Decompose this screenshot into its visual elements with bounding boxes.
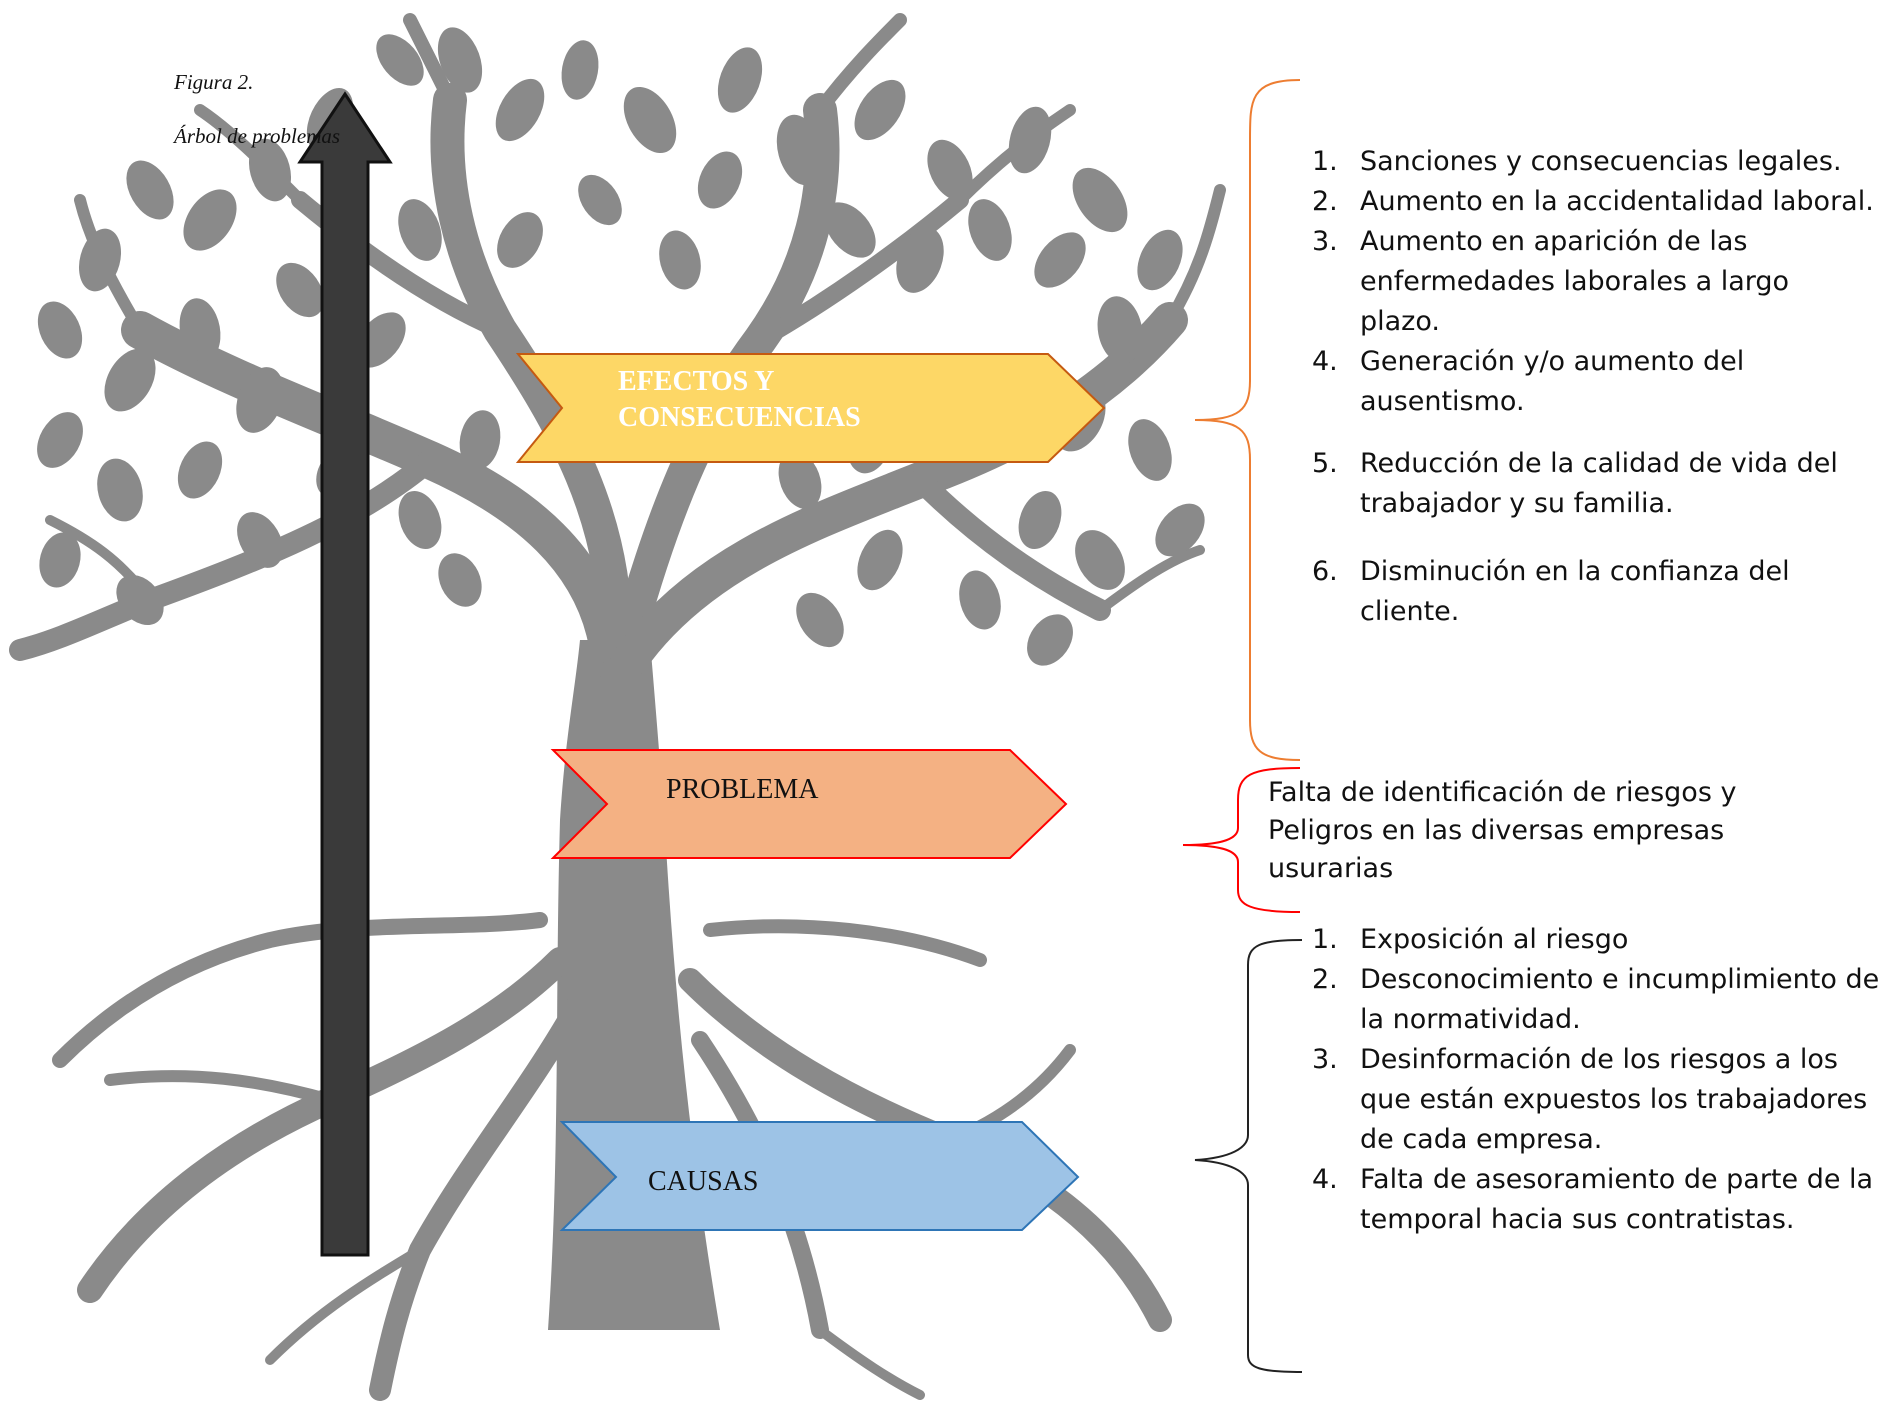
effects-list-item: 3.Aumento en aparición de las enfermedad… — [1312, 226, 1790, 337]
causes-list: 1.Exposición al riesgo 2.Desconocimiento… — [1312, 920, 1882, 1240]
causes-brace — [1194, 939, 1303, 1373]
effects-list-item: 1.Sanciones y consecuencias legales. — [1312, 146, 1842, 177]
upward-arrow — [297, 91, 393, 1257]
effects-list-item: 5.Reducción de la calidad de vida del tr… — [1312, 448, 1838, 519]
effects-banner-label: EFECTOS Y CONSECUENCIAS — [618, 364, 861, 436]
effects-brace — [1194, 79, 1301, 761]
effects-banner-line2: CONSECUENCIAS — [618, 402, 861, 433]
effects-list-item: 4.Generación y/o aumento del ausentismo. — [1312, 346, 1745, 417]
effects-banner-line1: EFECTOS Y — [618, 366, 775, 397]
figure-title: Árbol de problemas — [174, 124, 341, 148]
causes-list-item: 1.Exposición al riesgo — [1312, 924, 1629, 955]
effects-banner-shape — [515, 353, 1106, 463]
figure-number: Figura 2. — [174, 70, 254, 94]
causes-list-item: 3.Desinformación de los riesgos a los qu… — [1312, 1044, 1868, 1155]
causes-list-item: 4.Falta de asesoramiento de parte de la … — [1312, 1164, 1874, 1235]
problem-banner-shape — [550, 749, 1068, 859]
causes-banner-label: CAUSAS — [648, 1166, 759, 1197]
causes-banner-shape — [559, 1121, 1080, 1231]
arrow-up-icon — [297, 91, 393, 1257]
effects-list: 1.Sanciones y consecuencias legales. 2.A… — [1312, 142, 1882, 632]
problem-banner-label: PROBLEMA — [666, 774, 819, 805]
effects-list-item: 2.Aumento en la accidentalidad laboral. — [1312, 186, 1874, 217]
causes-list-item: 2.Desconocimiento e incumplimiento de la… — [1312, 964, 1880, 1035]
problem-description: Falta de identificación de riesgos y Pel… — [1268, 777, 1737, 884]
problem-brace — [1182, 767, 1301, 913]
tree-leaves — [37, 27, 1205, 666]
effects-list-item: 6.Disminución en la confianza del client… — [1312, 556, 1790, 627]
